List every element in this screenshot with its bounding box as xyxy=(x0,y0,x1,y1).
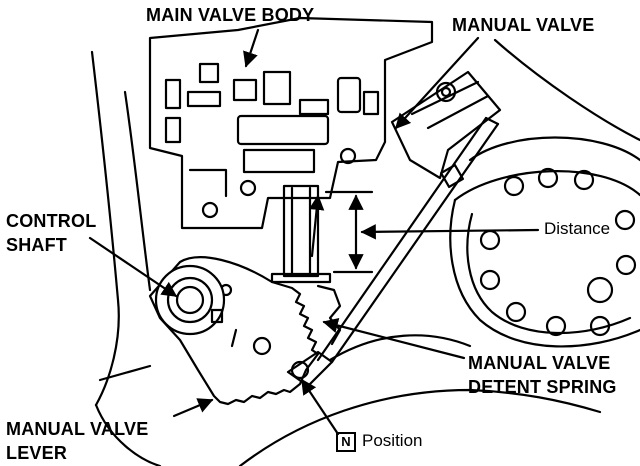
drive-gear xyxy=(449,38,640,348)
control-shaft xyxy=(154,264,226,336)
manual-valve xyxy=(270,184,332,284)
housing-lower xyxy=(94,334,602,466)
leader-lines xyxy=(88,28,540,436)
main-valve-body-label: MAIN VALVE BODY xyxy=(146,5,315,25)
n-position-label: N Position xyxy=(336,430,422,452)
lever-label-line2: LEVER xyxy=(6,443,68,463)
control-shaft-label-line1: CONTROL xyxy=(6,211,97,231)
manual-valve-label: MANUAL VALVE xyxy=(452,15,595,35)
detent-bracket xyxy=(390,70,502,189)
detent-spring xyxy=(286,116,500,388)
detent-spring-label-line2: DETENT SPRING xyxy=(468,377,617,397)
distance-label: Distance xyxy=(544,219,611,238)
housing-left xyxy=(90,50,152,407)
control-shaft-label-line2: SHAFT xyxy=(6,235,67,255)
position-text: Position xyxy=(362,431,423,450)
detent-spring-label-line1: MANUAL VALVE xyxy=(468,353,611,373)
main-valve-body xyxy=(148,16,457,230)
n-position-badge: N xyxy=(336,431,356,452)
lever-label-line1: MANUAL VALVE xyxy=(6,419,149,439)
distance-dimension xyxy=(324,190,374,274)
